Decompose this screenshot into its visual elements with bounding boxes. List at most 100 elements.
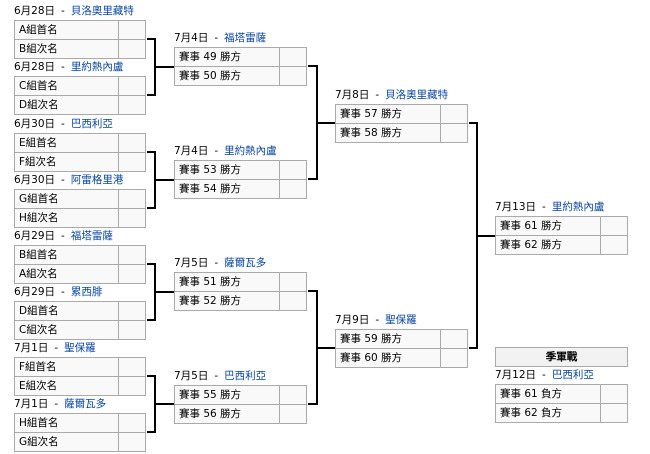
score-cell	[118, 357, 146, 377]
venue-link[interactable]: 里約熱內盧	[224, 145, 277, 157]
venue-link[interactable]: 薩爾瓦多	[224, 257, 267, 269]
team-cell: E組次名	[14, 376, 119, 396]
team-cell: C組首名	[14, 76, 119, 96]
connector-line	[308, 403, 318, 405]
venue-link[interactable]: 阿雷格里港	[70, 174, 124, 186]
team-cell: B組次名	[14, 39, 119, 59]
venue-link[interactable]: 累西腓	[70, 286, 103, 298]
score-cell	[118, 95, 146, 115]
connector-line	[147, 375, 156, 377]
connector-line	[308, 65, 318, 67]
score-cell	[118, 320, 146, 340]
team-cell: 賽事 54 勝方	[174, 179, 280, 199]
connector-line	[316, 122, 335, 124]
venue-link[interactable]: 聖保羅	[385, 314, 417, 326]
connector-line	[154, 179, 174, 181]
score-cell	[118, 432, 146, 452]
team-cell: G組首名	[14, 189, 119, 209]
venue-link[interactable]: 薩爾瓦多	[64, 398, 107, 410]
connector-line	[147, 263, 156, 265]
team-cell: 賽事 56 勝方	[174, 404, 280, 424]
team-cell: 賽事 52 勝方	[174, 291, 280, 311]
match-date: 7月1日	[14, 398, 49, 410]
venue-link[interactable]: 貝洛奧里藏特	[70, 5, 134, 17]
connector-line	[316, 347, 335, 349]
connector-line	[147, 319, 156, 321]
team-cell: E組首名	[14, 133, 119, 153]
match-header: 7月12日-巴西利亞	[495, 368, 594, 382]
score-cell	[118, 264, 146, 284]
connector-line	[469, 122, 478, 124]
match-date: 7月13日	[495, 201, 537, 213]
team-cell: 賽事 62 勝方	[495, 235, 601, 255]
match-date: 7月12日	[495, 369, 537, 381]
team-cell: 賽事 49 勝方	[174, 47, 280, 67]
score-cell	[118, 152, 146, 172]
connector-line	[476, 235, 495, 237]
venue-link[interactable]: 里約熱內盧	[551, 201, 605, 213]
venue-link[interactable]: 巴西利亞	[224, 370, 267, 382]
venue-link[interactable]: 福塔雷薩	[224, 32, 267, 44]
team-cell: A組次名	[14, 264, 119, 284]
connector-line	[147, 431, 156, 433]
separator: -	[375, 89, 380, 101]
venue-link[interactable]: 巴西利亞	[551, 369, 594, 381]
venue-link[interactable]: 貝洛奧里藏特	[385, 89, 449, 101]
match-header: 6月30日-巴西利亞	[14, 117, 113, 131]
score-cell	[118, 133, 146, 153]
team-cell: D組首名	[14, 301, 119, 321]
team-cell: F組次名	[14, 152, 119, 172]
match-header: 7月13日-里約熱內盧	[495, 200, 604, 214]
venue-link[interactable]: 聖保羅	[64, 342, 96, 354]
venue-link[interactable]: 巴西利亞	[70, 118, 113, 130]
score-cell	[279, 160, 307, 180]
score-cell	[440, 123, 468, 143]
separator: -	[54, 342, 59, 354]
score-cell	[118, 376, 146, 396]
match-header: 7月1日-聖保羅	[14, 341, 96, 355]
score-cell	[279, 47, 307, 67]
connector-line	[147, 207, 156, 209]
match-header: 7月5日-巴西利亞	[174, 369, 266, 383]
match-date: 6月30日	[14, 118, 56, 130]
separator: -	[61, 286, 65, 298]
score-cell	[279, 385, 307, 405]
match-header: 7月4日-里約熱內盧	[174, 144, 277, 158]
score-cell	[279, 404, 307, 424]
score-cell	[118, 189, 146, 209]
team-cell: A組首名	[14, 20, 119, 40]
score-cell	[118, 20, 146, 40]
venue-link[interactable]: 福塔雷薩	[70, 230, 113, 242]
third-place-title: 季軍戰	[495, 347, 628, 367]
venue-link[interactable]: 里約熱內盧	[70, 61, 124, 73]
match-date: 6月29日	[14, 230, 56, 242]
score-cell	[600, 403, 628, 423]
match-header: 7月4日-福塔雷薩	[174, 31, 266, 45]
team-cell: 賽事 62 負方	[495, 403, 601, 423]
score-cell	[600, 216, 628, 236]
team-cell: B組首名	[14, 245, 119, 265]
team-cell: 賽事 61 勝方	[495, 216, 601, 236]
score-cell	[440, 348, 468, 368]
score-cell	[118, 39, 146, 59]
separator: -	[214, 145, 219, 157]
match-header: 7月9日-聖保羅	[335, 313, 417, 327]
separator: -	[61, 5, 65, 17]
team-cell: 賽事 60 勝方	[335, 348, 441, 368]
match-date: 7月4日	[174, 145, 209, 157]
score-cell	[118, 245, 146, 265]
match-date: 6月30日	[14, 174, 56, 186]
separator: -	[61, 61, 65, 73]
team-cell: H組次名	[14, 208, 119, 228]
team-cell: 賽事 50 勝方	[174, 66, 280, 86]
score-cell	[600, 235, 628, 255]
team-cell: 賽事 58 勝方	[335, 123, 441, 143]
match-date: 6月28日	[14, 5, 56, 17]
match-header: 7月5日-薩爾瓦多	[174, 256, 266, 270]
score-cell	[279, 66, 307, 86]
connector-line	[469, 347, 478, 349]
team-cell: 賽事 59 勝方	[335, 329, 441, 349]
team-cell: F組首名	[14, 357, 119, 377]
score-cell	[440, 329, 468, 349]
separator: -	[375, 314, 380, 326]
